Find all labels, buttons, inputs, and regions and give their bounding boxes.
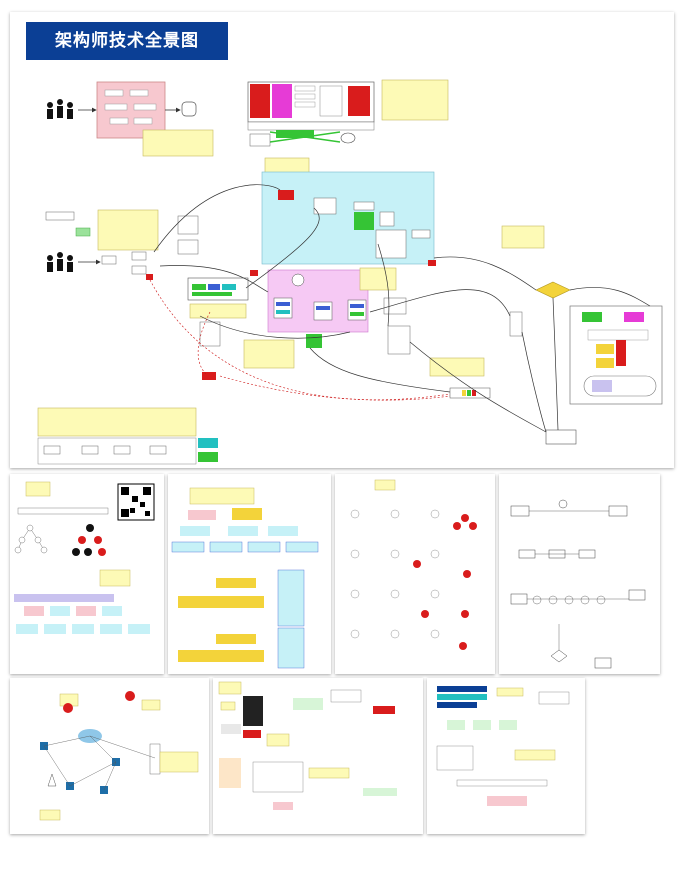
architecture-diagram — [37, 79, 663, 465]
note — [189, 303, 247, 319]
thumbnail-sheet-data-structures — [10, 474, 164, 674]
cylinder-icon — [181, 101, 197, 117]
thumbnail-sheet-red-black-tree — [335, 474, 495, 674]
note — [501, 225, 545, 249]
thumbnail-sheet-flowchart — [499, 474, 660, 674]
note — [243, 339, 295, 369]
users-icon — [47, 252, 73, 272]
thumbnail-sheet-system-design — [213, 678, 423, 834]
qr-code-icon — [117, 483, 155, 521]
note — [381, 79, 449, 121]
thumbnail-sheet-middleware — [427, 678, 585, 834]
thumbnail-sheet-b-tree — [168, 474, 331, 674]
database-icon — [340, 132, 356, 144]
note — [429, 357, 485, 377]
cyan-cluster-region — [261, 171, 435, 265]
page-title: 架构师技术全景图 — [26, 22, 228, 60]
note — [97, 209, 159, 251]
main-diagram-sheet: 架构师技术全景图 — [10, 12, 674, 468]
decision-diamond-icon — [535, 281, 571, 299]
thumbnail-sheet-network — [10, 678, 209, 834]
note — [359, 267, 397, 291]
antenna-icon — [47, 773, 57, 787]
note — [37, 407, 197, 437]
note — [142, 129, 214, 157]
users-icon — [47, 99, 73, 119]
